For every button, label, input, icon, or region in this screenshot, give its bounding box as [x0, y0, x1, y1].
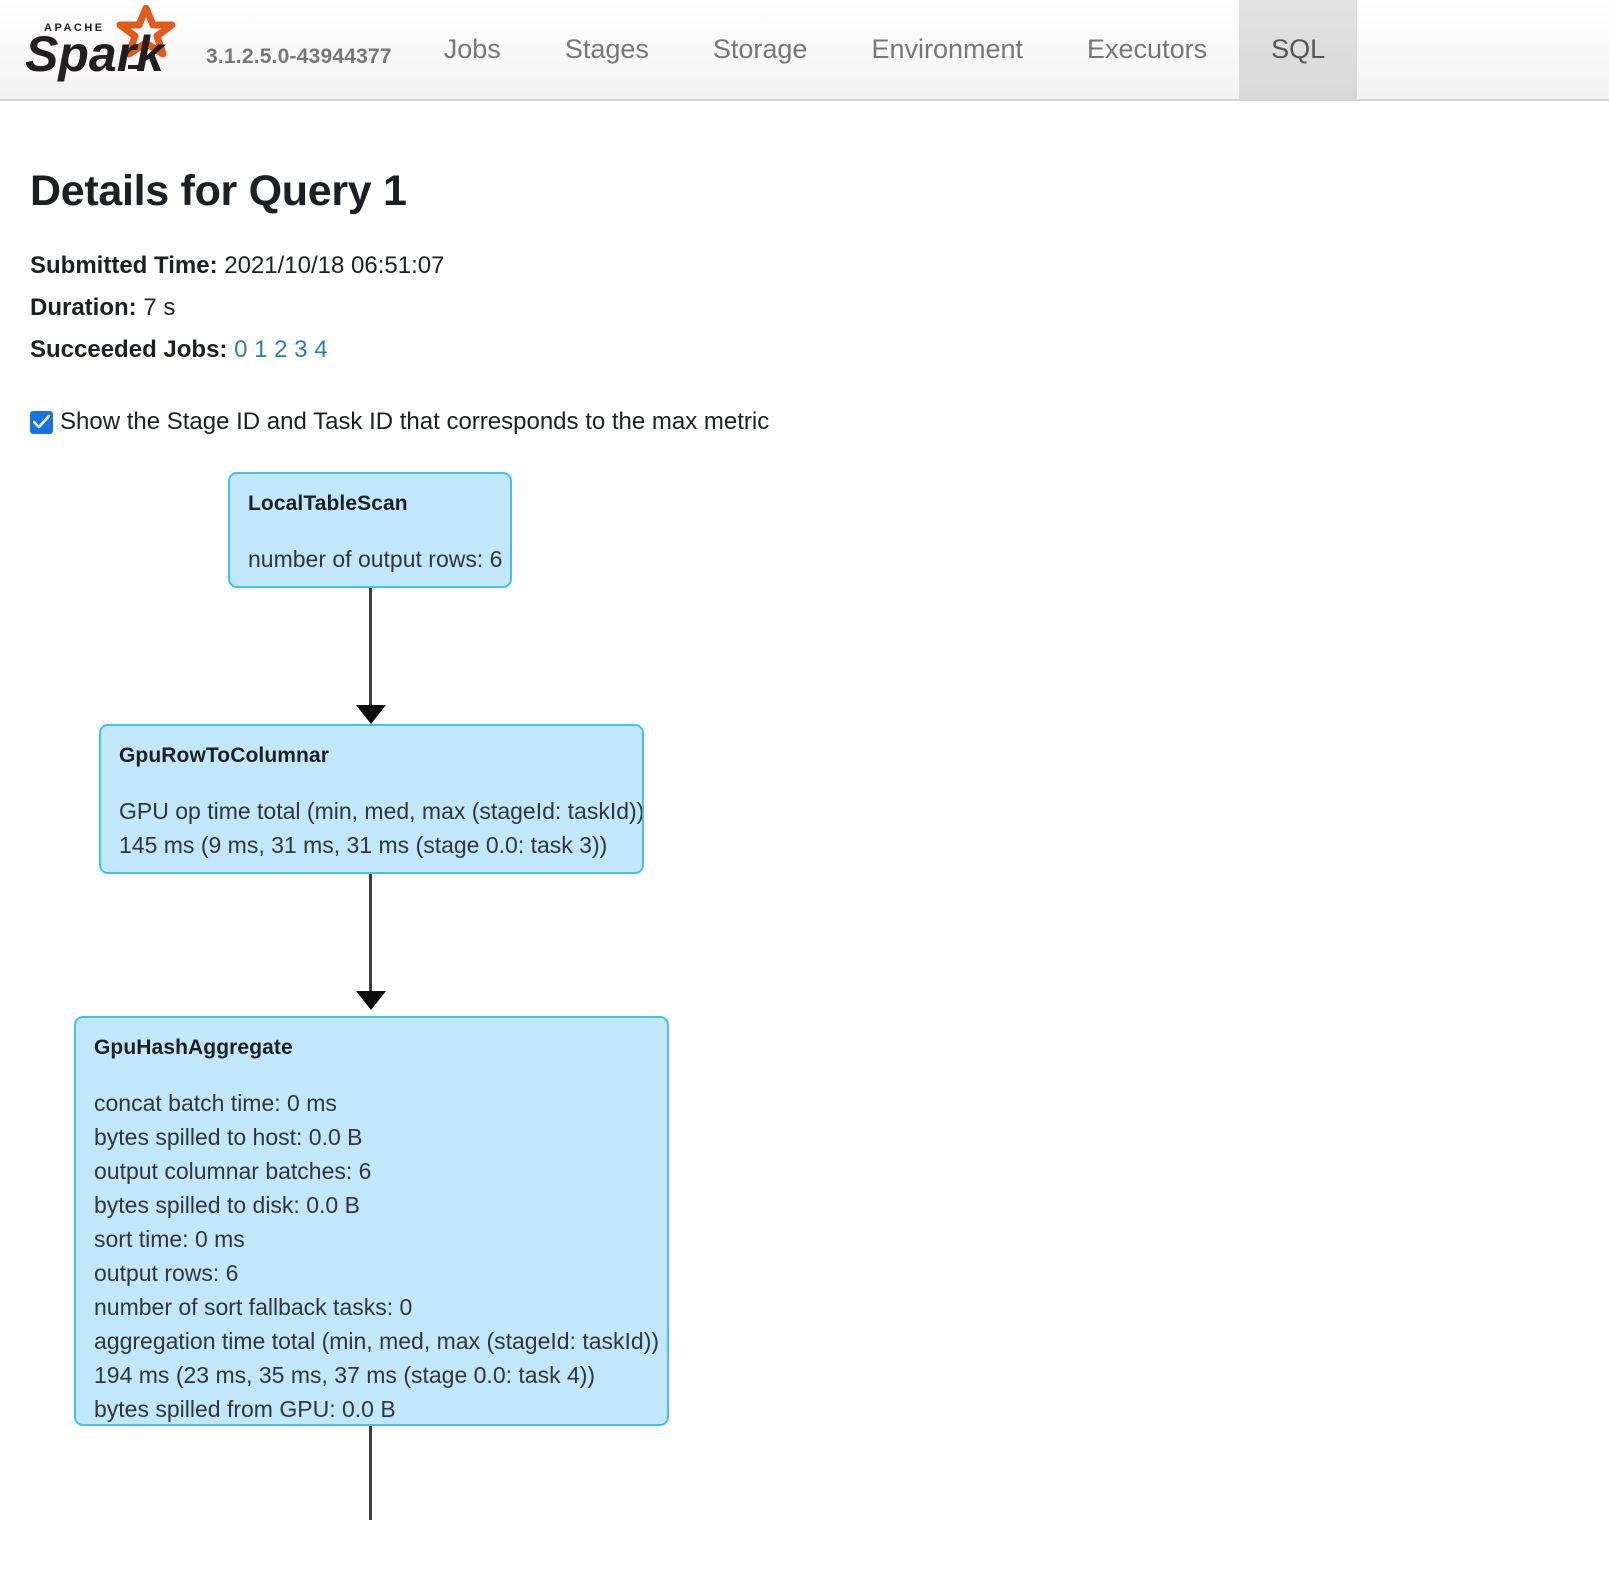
page-content: Details for Query 1 Submitted Time: 2021…: [0, 101, 1609, 1520]
submitted-time-row: Submitted Time: 2021/10/18 06:51:07: [30, 254, 1579, 278]
edge-arrow-icon: [356, 991, 386, 1010]
svg-text:Spark: Spark: [25, 26, 166, 82]
dag-metric: aggregation time total (min, med, max (s…: [94, 1328, 660, 1354]
duration-row: Duration: 7 s: [30, 296, 1579, 320]
succeeded-jobs-row: Succeeded Jobs: 0 1 2 3 4: [30, 338, 1579, 362]
succeeded-job-link-0[interactable]: 0: [234, 336, 248, 363]
dag-metric: 145 ms (9 ms, 31 ms, 31 ms (stage 0.0: t…: [119, 832, 608, 858]
nav-tab-stages[interactable]: Stages: [564, 34, 649, 64]
nav-tab-executors[interactable]: Executors: [1087, 34, 1208, 64]
dag-metric: bytes spilled from GPU: 0.0 B: [94, 1396, 396, 1422]
dag-metric: sort time: 0 ms: [94, 1226, 245, 1252]
show-stage-task-id-row: Show the Stage ID and Task ID that corre…: [30, 408, 1579, 436]
top-navbar: APACHE Spark 3.1.2.5.0-43944377 Jobs Sta…: [0, 0, 1609, 101]
succeeded-job-link-2[interactable]: 2: [274, 336, 288, 363]
dag-node-gpu-hash-aggregate[interactable]: GpuHashAggregate concat batch time: 0 ms…: [74, 1016, 669, 1426]
show-stage-task-id-checkbox[interactable]: [30, 410, 53, 434]
page-title: Details for Query 1: [30, 167, 407, 215]
nav-tab-environment[interactable]: Environment: [871, 34, 1024, 64]
submitted-time-label: Submitted Time:: [30, 252, 218, 279]
dag-node-title: LocalTableScan: [248, 492, 408, 515]
dag-metric: bytes spilled to host: 0.0 B: [94, 1124, 363, 1150]
dag-metric: GPU op time total (min, med, max (stageI…: [119, 798, 644, 824]
edge-arrow-icon: [356, 705, 386, 724]
dag-node-local-table-scan[interactable]: LocalTableScan number of output rows: 6: [228, 472, 512, 588]
check-icon: [33, 414, 50, 428]
dag-metric: output rows: 6: [94, 1260, 239, 1286]
query-plan-dag: LocalTableScan number of output rows: 6 …: [30, 460, 1579, 1520]
edge-line: [369, 1426, 372, 1520]
dag-node-metrics: number of output rows: 6: [230, 542, 510, 576]
show-stage-task-id-label: Show the Stage ID and Task ID that corre…: [60, 408, 770, 435]
nav-tab-storage[interactable]: Storage: [712, 34, 808, 64]
dag-node-gpu-row-to-columnar[interactable]: GpuRowToColumnar GPU op time total (min,…: [99, 724, 644, 874]
brand-area[interactable]: APACHE Spark 3.1.2.5.0-43944377: [0, 0, 392, 99]
duration-label: Duration:: [30, 294, 137, 321]
svg-text:APACHE: APACHE: [44, 22, 105, 34]
nav-tabs: Jobs Stages Storage Environment Executor…: [412, 0, 1358, 99]
succeeded-job-link-4[interactable]: 4: [314, 336, 328, 363]
edge-line: [369, 588, 372, 713]
dag-metric: 194 ms (23 ms, 35 ms, 37 ms (stage 0.0: …: [94, 1362, 596, 1388]
dag-node-title: GpuRowToColumnar: [119, 744, 330, 767]
spark-version-label: 3.1.2.5.0-43944377: [206, 45, 392, 68]
dag-metric: number of sort fallback tasks: 0: [94, 1294, 413, 1320]
dag-node-title: GpuHashAggregate: [94, 1036, 293, 1059]
dag-metric: concat batch time: 0 ms: [94, 1090, 337, 1116]
submitted-time-value: 2021/10/18 06:51:07: [224, 252, 445, 279]
nav-tab-sql[interactable]: SQL: [1239, 0, 1358, 99]
dag-metric: number of output rows: 6: [248, 546, 503, 572]
succeeded-job-link-1[interactable]: 1: [254, 336, 268, 363]
duration-value: 7 s: [143, 294, 176, 321]
nav-tab-jobs[interactable]: Jobs: [443, 34, 501, 64]
dag-node-metrics: GPU op time total (min, med, max (stageI…: [101, 794, 642, 862]
apache-spark-logo-icon[interactable]: APACHE Spark: [22, 5, 190, 85]
dag-node-metrics: concat batch time: 0 ms bytes spilled to…: [76, 1086, 667, 1424]
edge-line: [369, 874, 372, 999]
dag-metric: bytes spilled to disk: 0.0 B: [94, 1192, 360, 1218]
succeeded-jobs-label: Succeeded Jobs:: [30, 336, 228, 363]
succeeded-job-link-3[interactable]: 3: [294, 336, 308, 363]
dag-metric: output columnar batches: 6: [94, 1158, 372, 1184]
